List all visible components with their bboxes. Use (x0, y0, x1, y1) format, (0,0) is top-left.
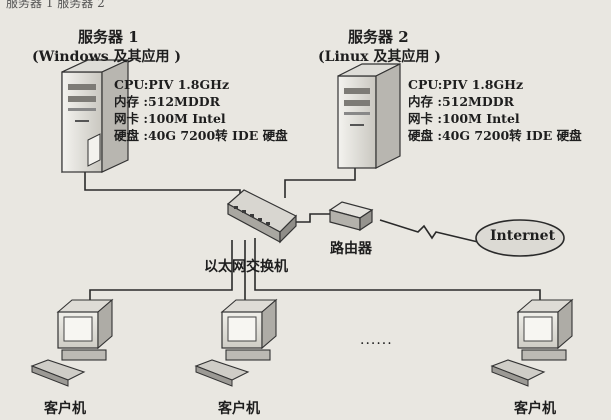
ethernet-switch (226, 189, 298, 244)
client2-label: 客户机 (218, 401, 260, 417)
internet-label: Internet (490, 228, 556, 244)
switch-label: 以太网交换机 (204, 259, 288, 275)
server2-spec-memory: 内存 :512MDDR (408, 94, 514, 109)
cropped-header-text: 服务器 1 服务器 2 (6, 0, 105, 10)
client1-label: 客户机 (44, 401, 86, 417)
wan-link-lightning (379, 219, 479, 243)
network-cables (84, 160, 541, 300)
server2-subtitle: (Linux 及其应用 ) (318, 49, 441, 65)
server1-spec-disk: 硬盘 :40G 7200转 IDE 硬盘 (114, 128, 288, 143)
router-label: 路由器 (330, 241, 372, 257)
cable-switch-router (295, 213, 330, 223)
client3-label: 客户机 (514, 401, 556, 417)
cable-client3-switch (254, 238, 541, 300)
server1-spec-nic: 网卡 :100M Intel (114, 111, 226, 126)
more-clients-ellipsis: ······ (360, 336, 393, 352)
client1-workstation (30, 298, 114, 387)
server2-spec-disk: 硬盘 :40G 7200转 IDE 硬盘 (408, 128, 582, 143)
server1-tower (61, 59, 129, 173)
server2-spec-cpu: CPU:PIV 1.8GHz (408, 77, 524, 92)
cable-client1-switch (89, 240, 233, 300)
server2-tower (337, 63, 401, 169)
client2-workstation (194, 298, 278, 387)
internet-cloud (475, 219, 565, 257)
server1-title: 服务器 1 (78, 28, 139, 46)
client3-workstation (490, 298, 574, 387)
server1-spec-memory: 内存 :512MDDR (114, 94, 220, 109)
server1-subtitle: (Windows 及其应用 ) (32, 49, 182, 65)
router (328, 201, 374, 232)
server2-title: 服务器 2 (348, 28, 409, 46)
server2-spec-nic: 网卡 :100M Intel (408, 111, 520, 126)
server1-spec-cpu: CPU:PIV 1.8GHz (114, 77, 230, 92)
cable-server2-switch (284, 160, 356, 198)
cable-server1-switch (84, 165, 241, 200)
